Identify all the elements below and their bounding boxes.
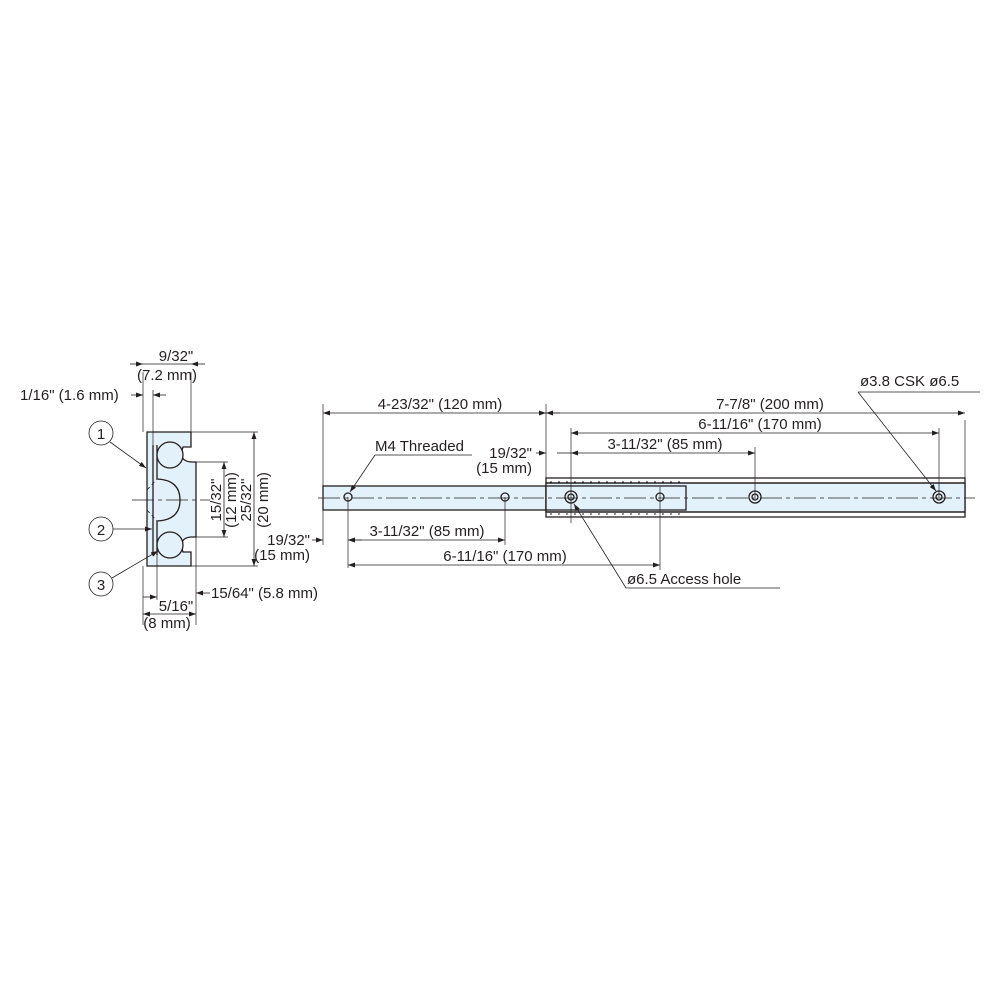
- dim-outer-first-hole-in: 19/32": [489, 445, 532, 462]
- dim-outer-first-hole-mm: (15 mm): [476, 460, 532, 477]
- dim-outer-hole-pitch: 3-11/32" (85 mm): [607, 436, 722, 453]
- svg-text:3: 3: [97, 577, 105, 594]
- ball-retainer: [550, 481, 680, 515]
- dim-overall-width-in: 9/32": [159, 348, 194, 365]
- svg-text:2: 2: [97, 522, 105, 539]
- dim-extension-total: 7-7/8" (200 mm): [716, 396, 824, 413]
- callout-3: 3: [88, 550, 159, 597]
- dim-height-inner-mm: (12 mm): [223, 472, 240, 528]
- ball-bearing-top: [156, 441, 184, 469]
- callout-2: 2: [88, 516, 152, 542]
- dim-closed-to-split: 4-23/32" (120 mm): [378, 396, 503, 413]
- dim-height-outer-in: 25/32": [238, 479, 255, 522]
- dim-inner-offset: 15/64" (5.8 mm): [211, 585, 318, 602]
- svg-text:1: 1: [97, 426, 105, 443]
- dim-inner-hole-pitch: 3-11/32" (85 mm): [369, 523, 484, 540]
- dim-height-inner-in: 15/32": [208, 479, 225, 522]
- hidden-lines: [146, 478, 158, 522]
- ball-bearing-bottom: [156, 531, 184, 559]
- dim-base-width-mm: (8 mm): [143, 615, 191, 632]
- note-m4-threaded: M4 Threaded: [375, 438, 464, 455]
- note-access-hole: ø6.5 Access hole: [627, 571, 741, 588]
- dim-wall-thickness: 1/16" (1.6 mm): [20, 387, 119, 404]
- dim-outer-hole-span: 6-11/16" (170 mm): [698, 416, 821, 433]
- dim-overall-width-mm: (7.2 mm): [137, 367, 197, 384]
- dim-inner-hole-span: 6-11/16" (170 mm): [443, 548, 566, 565]
- dim-inner-first-hole-in: 19/32": [267, 532, 310, 549]
- dim-height-outer-mm: (20 mm): [255, 472, 272, 528]
- side-view: 4-23/32" (120 mm) 7-7/8" (200 mm) 6-11/1…: [254, 373, 980, 589]
- dim-base-width-in: 5/16": [159, 598, 194, 615]
- section-view: 9/32" (7.2 mm) 1/16" (1.6 mm) 15/32" (12…: [20, 348, 318, 632]
- callout-1: 1: [88, 420, 147, 469]
- dim-inner-first-hole-mm: (15 mm): [254, 547, 310, 564]
- note-csk-hole: ø3.8 CSK ø6.5: [860, 373, 959, 390]
